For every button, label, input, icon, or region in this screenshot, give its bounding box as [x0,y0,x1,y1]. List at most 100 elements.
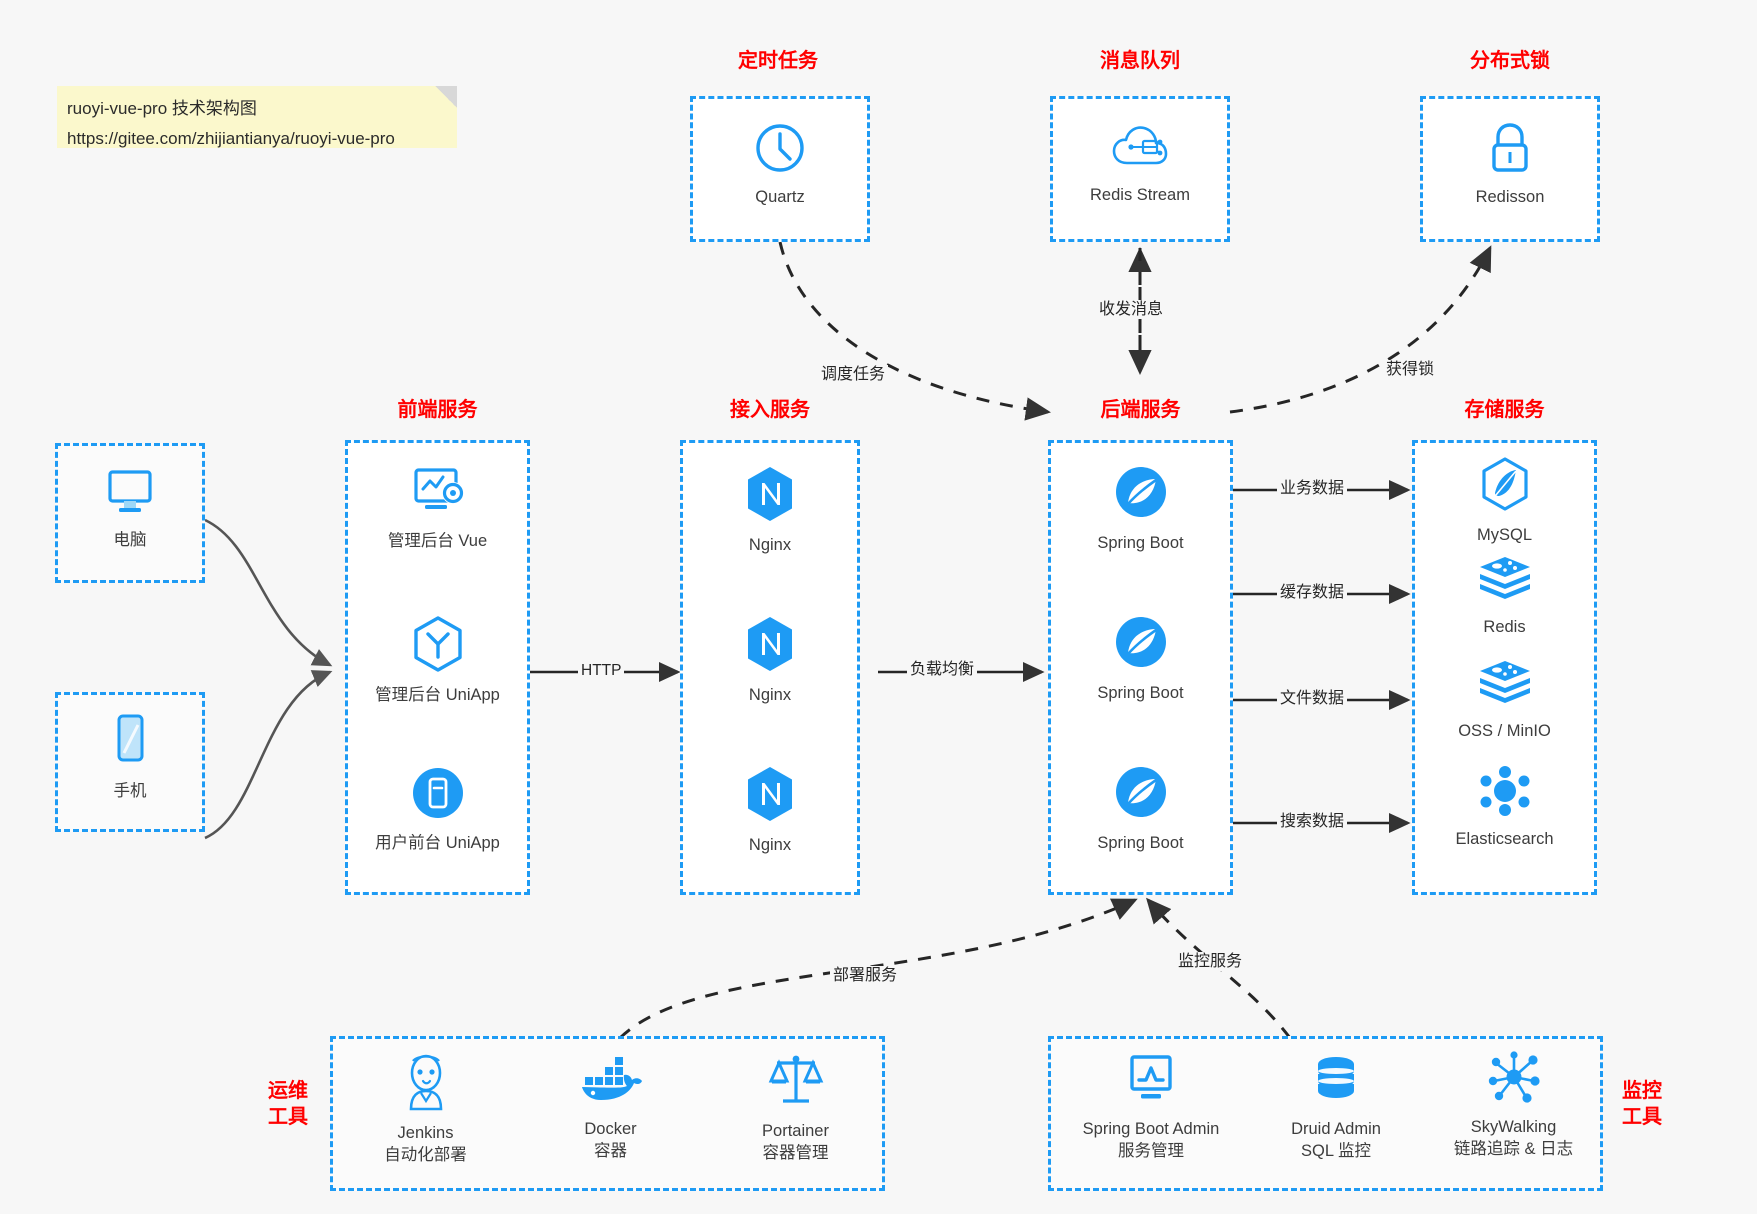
node-portainer[interactable]: Portainer 容器管理 [703,1051,888,1164]
node-spring-boot-2[interactable]: Spring Boot [1051,613,1230,704]
node-quartz[interactable]: Quartz [693,121,867,208]
ops-title-line1: 运维 [268,1080,308,1102]
client-box-desktop: 电脑 [55,443,205,583]
edge-label-send-receive-message: 收发消息 [1096,300,1167,319]
node-label: Jenkins [397,1124,454,1142]
node-label: 管理后台 Vue [387,532,488,550]
spring-boot-icon [1112,763,1170,821]
portainer-scales-icon [767,1051,825,1109]
node-label: OSS / MinIO [1458,722,1551,740]
group-box-message-queue: Redis Stream [1050,96,1230,242]
group-title-scheduled-task: 定时任务 [738,50,818,72]
ops-title-line2: 工具 [268,1106,308,1128]
node-docker[interactable]: Docker 容器 [518,1055,703,1162]
group-title-ops-tools: 运维 工具 [258,1078,318,1130]
node-elasticsearch[interactable]: Elasticsearch [1415,765,1594,850]
node-spring-boot-1[interactable]: Spring Boot [1051,463,1230,554]
node-label: Spring Boot [1097,534,1184,552]
node-sublabel: 容器管理 [762,1144,829,1162]
node-oss-minio[interactable]: OSS / MinIO [1415,659,1594,742]
node-jenkins[interactable]: Jenkins 自动化部署 [333,1051,518,1166]
node-label: Quartz [755,188,805,206]
node-sublabel: 容器 [594,1142,627,1160]
edge-label-deploy-service: 部署服务 [830,966,901,985]
redis-stack-icon [1477,659,1533,709]
node-mysql[interactable]: MySQL [1415,457,1594,546]
node-sublabel: 服务管理 [1118,1142,1184,1160]
docker-whale-icon [579,1055,643,1107]
node-label: Spring Boot [1097,834,1184,852]
node-skywalking[interactable]: SkyWalking 链路追踪 & 日志 [1421,1051,1606,1160]
node-label: 手机 [113,782,147,800]
group-title-frontend: 前端服务 [397,399,478,421]
node-druid-admin[interactable]: Druid Admin SQL 监控 [1251,1055,1421,1162]
clock-icon [753,121,807,175]
edge-label-business-data: 业务数据 [1277,479,1348,498]
node-user-uniapp[interactable]: 用户前台 UniApp [348,765,527,854]
node-redis-stream[interactable]: Redis Stream [1053,123,1227,206]
group-box-backend: Spring Boot Spring Boot Spring Boot [1048,440,1233,895]
edge-label-http: HTTP [578,661,625,680]
elasticsearch-icon [1477,765,1533,817]
group-box-gateway: Nginx Nginx Nginx [680,440,860,895]
node-label: 管理后台 UniApp [375,686,500,704]
node-nginx-1[interactable]: Nginx [683,465,857,556]
node-label: Portainer [762,1122,829,1140]
node-label: Redis Stream [1090,186,1190,204]
node-nginx-3[interactable]: Nginx [683,765,857,856]
group-box-frontend: 管理后台 Vue 管理后台 UniApp 用户前台 UniApp [345,440,530,895]
monitor-title-line1: 监控 [1622,1080,1662,1102]
edge-label-acquire-lock: 获得锁 [1383,360,1438,379]
node-label: Spring Boot Admin [1082,1120,1220,1138]
node-label: 电脑 [113,531,147,549]
edge-label-cache-data: 缓存数据 [1277,583,1348,602]
note-url: https://gitee.com/zhijiantianya/ruoyi-vu… [67,129,395,148]
monitor-title-line2: 工具 [1622,1106,1662,1128]
monitor-chart-icon [1122,1053,1180,1107]
node-sublabel: SQL 监控 [1301,1142,1371,1160]
edge-label-load-balance: 负载均衡 [907,660,978,679]
node-label: Docker [584,1120,637,1138]
node-label: Redisson [1475,188,1545,206]
node-label: Nginx [748,536,792,554]
node-label: Nginx [748,836,792,854]
node-desktop[interactable]: 电脑 [58,466,202,551]
group-title-message-queue: 消息队列 [1100,50,1180,72]
skywalking-node-icon [1486,1051,1542,1105]
node-redis[interactable]: Redis [1415,555,1594,638]
group-title-gateway: 接入服务 [730,399,810,421]
node-nginx-2[interactable]: Nginx [683,615,857,706]
mysql-dolphin-icon [1479,457,1531,513]
node-spring-boot-3[interactable]: Spring Boot [1051,763,1230,854]
edge-label-file-data: 文件数据 [1277,689,1348,708]
node-sublabel: 自动化部署 [384,1146,467,1164]
note-title: ruoyi-vue-pro 技术架构图 [67,99,257,118]
node-admin-uniapp[interactable]: 管理后台 UniApp [348,615,527,706]
spring-boot-icon [1112,613,1170,671]
node-mobile[interactable]: 手机 [58,713,202,802]
node-admin-vue[interactable]: 管理后台 Vue [348,465,527,552]
node-redisson[interactable]: Redisson [1423,121,1597,208]
jenkins-butler-icon [399,1051,453,1111]
node-label: Redis [1483,618,1526,636]
group-title-distributed-lock: 分布式锁 [1470,50,1550,72]
dashboard-settings-icon [408,465,468,519]
node-sublabel: 链路追踪 & 日志 [1453,1140,1574,1158]
group-box-distributed-lock: Redisson [1420,96,1600,242]
group-title-storage: 存储服务 [1464,399,1545,421]
group-title-backend: 后端服务 [1100,399,1181,421]
uniapp-hexagon-icon [410,615,466,673]
database-cylinder-icon [1310,1055,1362,1107]
node-label: Spring Boot [1097,684,1184,702]
cloud-stream-icon [1111,123,1169,173]
edge-label-search-data: 搜索数据 [1277,812,1348,831]
group-box-monitor-tools: Spring Boot Admin 服务管理 [1048,1036,1603,1191]
redis-stack-icon [1477,555,1533,605]
spring-boot-icon [1112,463,1170,521]
node-label: Elasticsearch [1455,830,1554,848]
node-label: Druid Admin [1291,1120,1381,1138]
node-spring-boot-admin[interactable]: Spring Boot Admin 服务管理 [1051,1053,1251,1162]
client-box-mobile: 手机 [55,692,205,832]
sticky-note: ruoyi-vue-pro 技术架构图 https://gitee.com/zh… [57,86,457,148]
group-box-ops-tools: Jenkins 自动化部署 Docker 容器 [330,1036,885,1191]
